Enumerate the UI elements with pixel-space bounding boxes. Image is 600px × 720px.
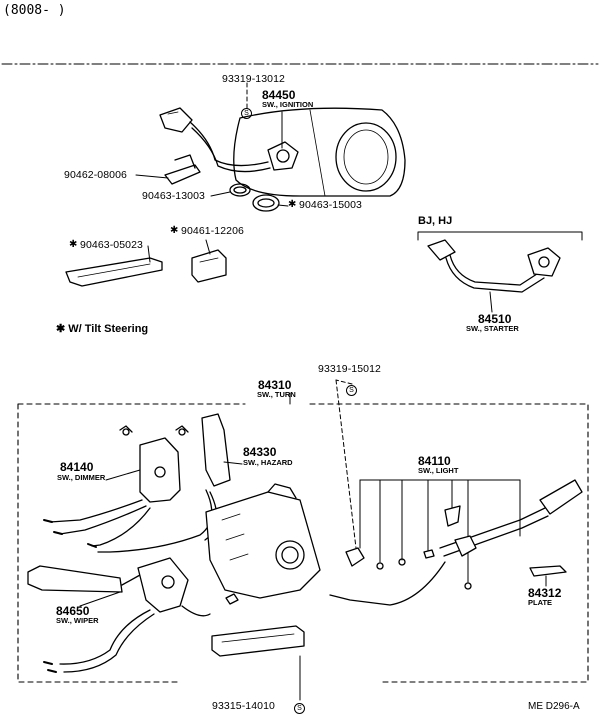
starter-switch-drawing <box>427 239 561 293</box>
turn-switch-drawing <box>205 483 321 599</box>
steering-column-housing <box>233 107 406 197</box>
part-93319-15012: 93319-15012 <box>318 363 381 375</box>
s-mark-93315-14010: S <box>294 701 305 717</box>
hazard-switch-drawing <box>97 413 231 553</box>
part-93315-14010: 93315-14010 <box>212 700 275 712</box>
clamp-15003-drawing <box>252 194 280 212</box>
part-90462-08006: 90462-08006 <box>64 169 127 181</box>
part-84310-name: SW., TURN <box>257 390 296 399</box>
part-84312: 84312 <box>528 586 562 600</box>
bracket-90462-drawing <box>164 154 201 185</box>
light-switch-drawing <box>329 479 583 606</box>
clamp-05023-drawing <box>65 257 163 287</box>
part-84312-name: PLATE <box>528 598 553 607</box>
header-range: (8008- ) <box>3 3 66 18</box>
part-90461-12206: 90461-12206 <box>181 225 244 237</box>
dimmer-switch-drawing <box>43 425 189 548</box>
part-84110: 84110 <box>418 454 451 468</box>
clamp-13003-drawing <box>229 183 251 197</box>
starter-bracket-line <box>417 231 583 241</box>
part-84450-name: SW., IGNITION <box>262 100 314 109</box>
turn-screw-drawing <box>225 593 239 605</box>
part-90463-13003: 90463-13003 <box>142 190 205 202</box>
part-84140-name: SW., DIMMER <box>57 473 106 482</box>
part-84510-name: SW., STARTER <box>466 324 519 333</box>
s-mark-93319-15012: S <box>346 383 357 399</box>
part-84330-name: SW., HAZARD <box>243 458 293 467</box>
diagram-code: ME D296-A <box>528 701 580 712</box>
part-84330: 84330 <box>243 445 277 459</box>
clip-12206-drawing <box>191 249 227 283</box>
tilt-steering-note: ✱ W/ Tilt Steering <box>56 323 149 335</box>
part-84650-name: SW., WIPER <box>56 616 99 625</box>
plate-drawing <box>529 565 567 577</box>
wiper-switch-drawing <box>27 557 211 673</box>
ignition-switch-drawing <box>159 107 299 173</box>
part-84140: 84140 <box>60 460 94 474</box>
asterisk-mark-12206: ✱ <box>170 225 179 236</box>
part-84110-name: SW., LIGHT <box>418 466 459 475</box>
asterisk-mark-15003: ✱ <box>288 199 297 210</box>
part-90463-15003: 90463-15003 <box>299 199 362 211</box>
models-label: BJ, HJ <box>418 215 453 227</box>
s-mark-93319-13012: S <box>241 106 252 122</box>
part-84510: 84510 <box>478 312 512 326</box>
part-90463-05023: 90463-05023 <box>80 239 143 251</box>
turn-switch-box <box>17 403 589 683</box>
part-84450: 84450 <box>262 88 296 102</box>
part-84650: 84650 <box>56 604 90 618</box>
connector-drawing <box>211 625 305 657</box>
asterisk-mark-05023: ✱ <box>69 239 78 250</box>
part-93319-13012: 93319-13012 <box>222 73 285 85</box>
part-84310: 84310 <box>258 378 292 392</box>
